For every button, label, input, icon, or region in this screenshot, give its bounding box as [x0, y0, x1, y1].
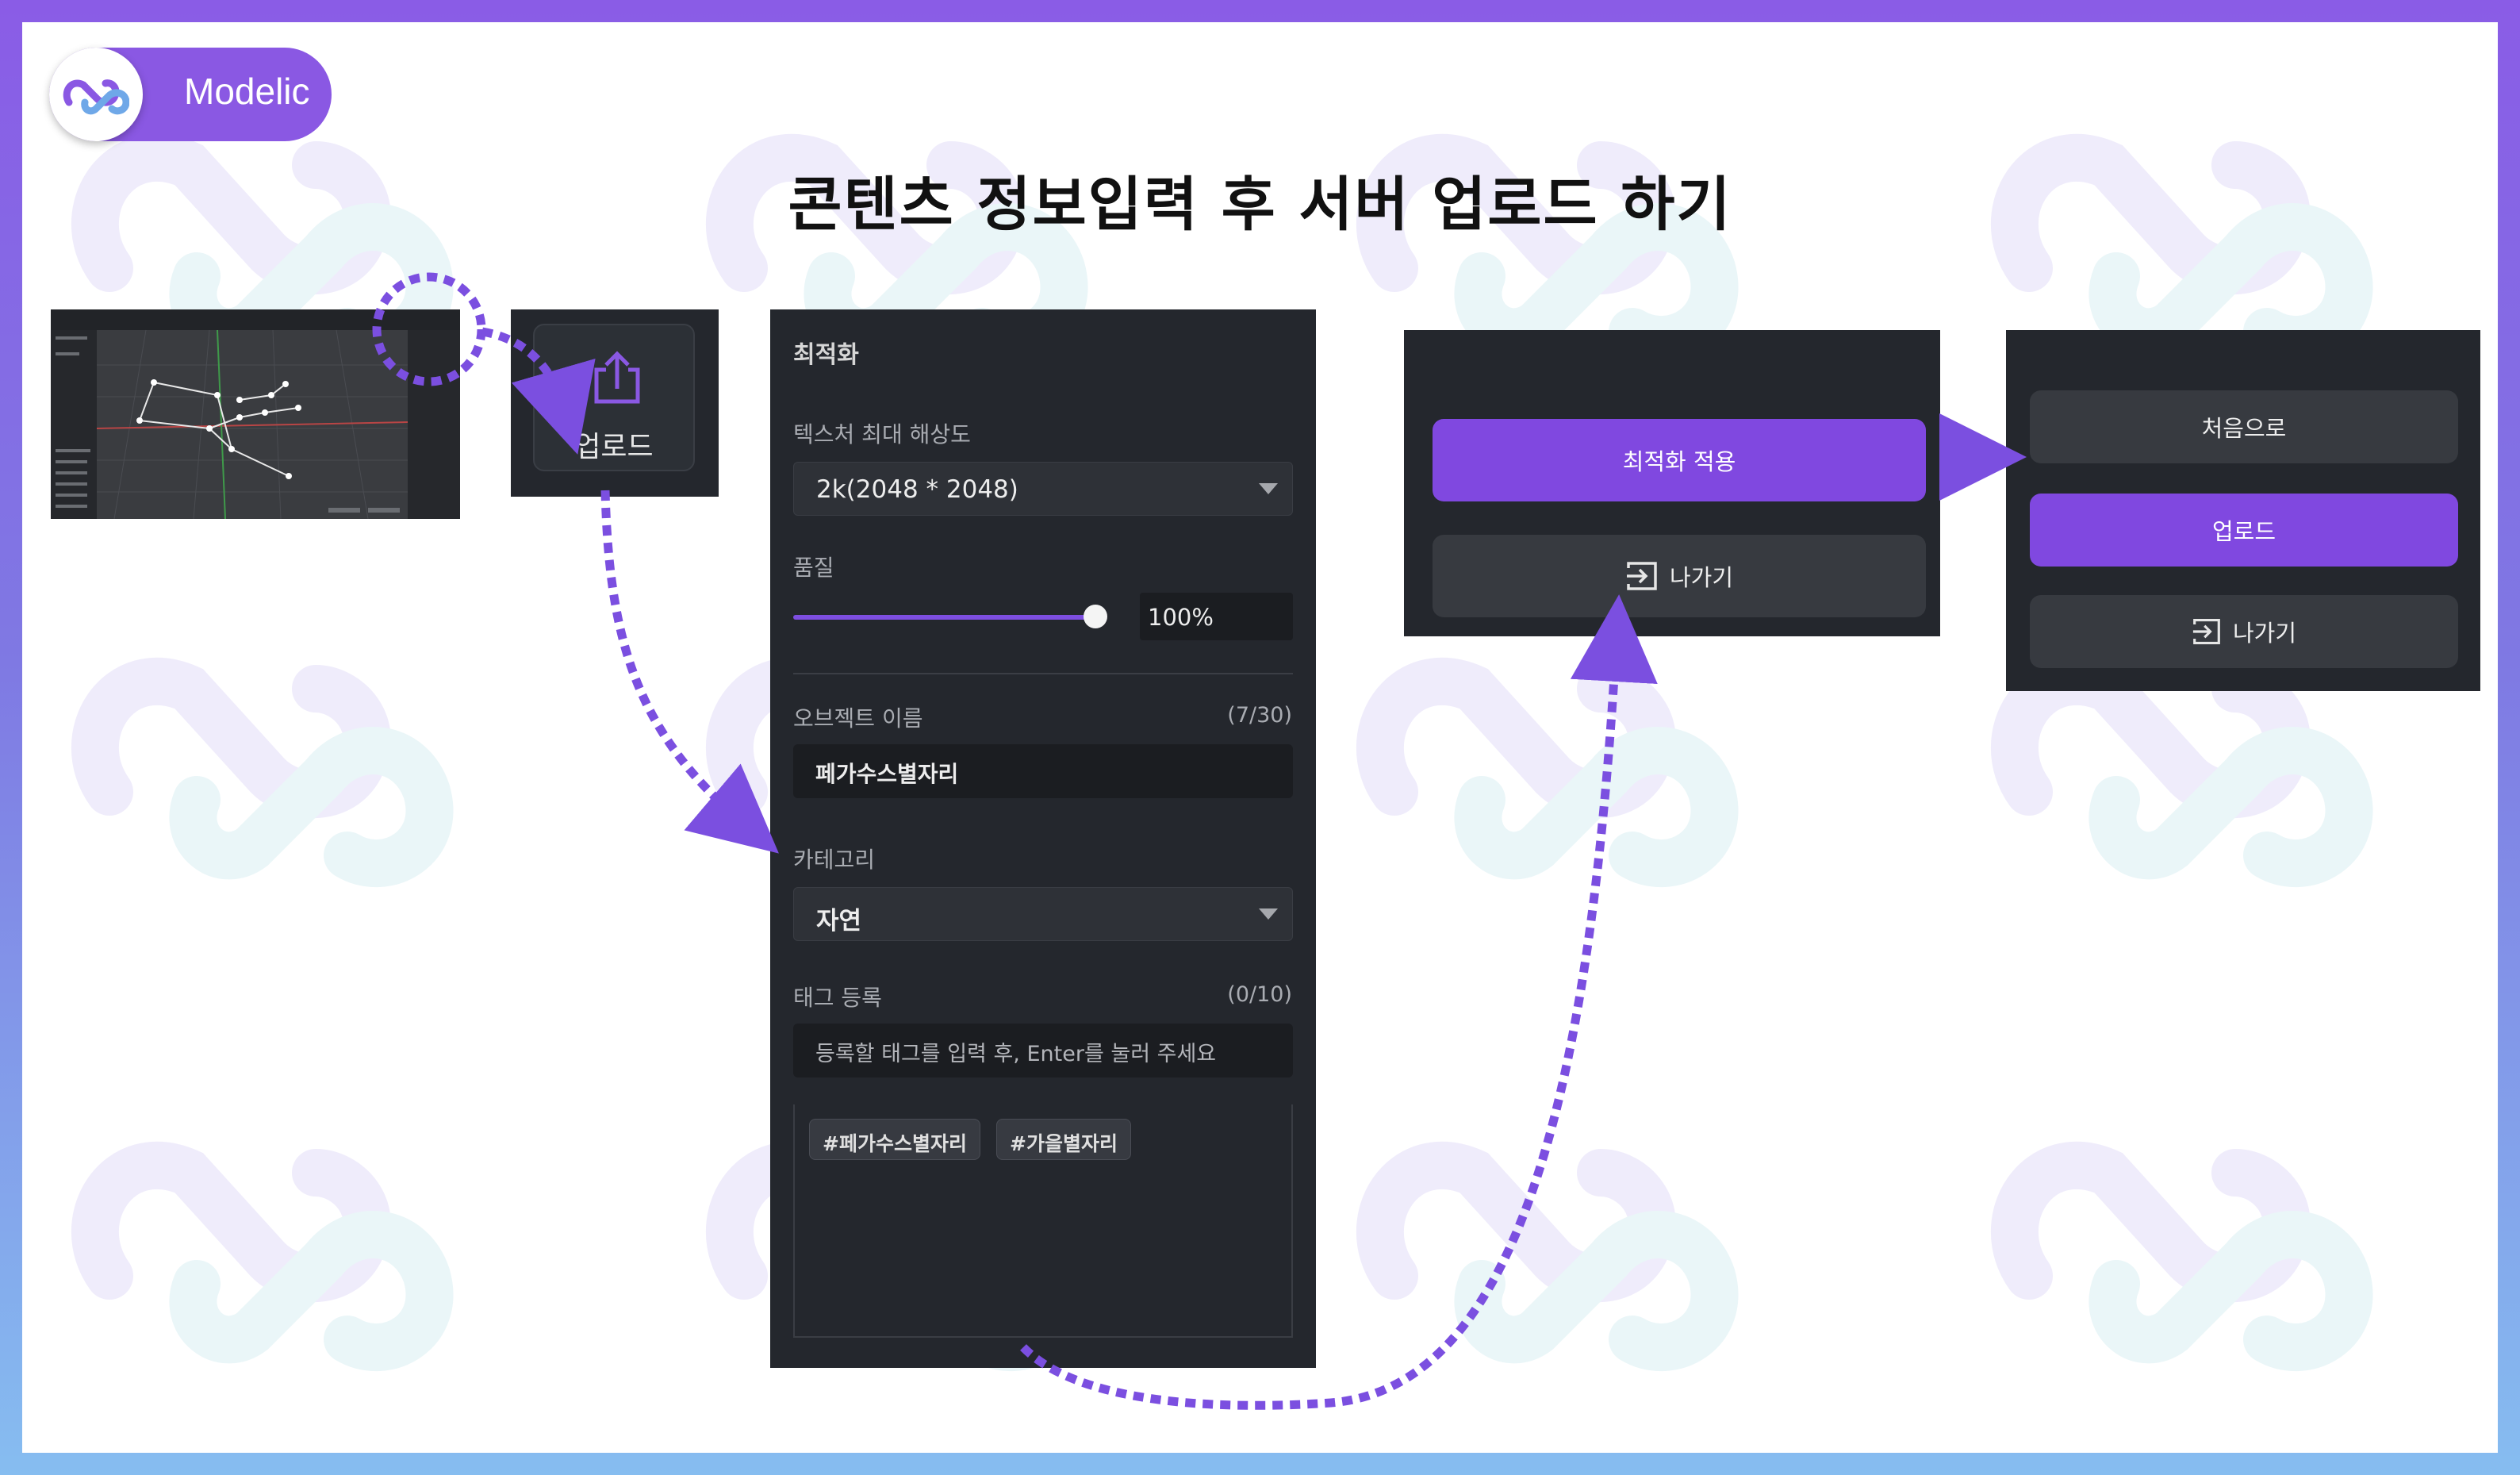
chevron-down-icon — [1259, 483, 1278, 494]
upload-button-panel: 업로드 — [511, 309, 719, 497]
tag-label: 태그 등록 — [793, 985, 882, 1011]
final-upload-button[interactable]: 업로드 — [2030, 494, 2458, 567]
restart-label: 처음으로 — [2201, 415, 2287, 442]
editor-screenshot — [51, 309, 460, 519]
optimize-dialog: 최적화 적용 나가기 — [1404, 330, 1940, 636]
upload-icon — [594, 351, 640, 404]
object-name-value: 페가수스별자리 — [815, 761, 959, 787]
apply-optimize-label: 최적화 적용 — [1622, 448, 1736, 475]
content-info-form: 최적화 텍스처 최대 해상도 2k(2048 * 2048) 품질 100% 오… — [770, 309, 1316, 1368]
exit-icon — [2192, 619, 2220, 644]
object-name-input[interactable]: 페가수스별자리 — [793, 744, 1293, 798]
upload-confirm-dialog: 처음으로 업로드 나가기 — [2006, 330, 2480, 691]
chevron-down-icon — [1259, 908, 1278, 920]
brand-logo-icon — [49, 48, 143, 141]
final-exit-label: 나가기 — [2232, 620, 2297, 647]
slide-canvas: Modelic 콘텐츠 정보입력 후 서버 업로드 하기 — [22, 22, 2498, 1453]
tag-input[interactable]: 등록할 태그를 입력 후, Enter를 눌러 주세요 — [793, 1024, 1293, 1077]
quality-slider-track[interactable] — [793, 615, 1095, 620]
category-select[interactable]: 자연 — [793, 887, 1293, 941]
brand-name: Modelic — [184, 71, 310, 112]
quality-label: 품질 — [793, 555, 834, 581]
quality-value-field[interactable]: 100% — [1140, 593, 1293, 640]
tag-list: #페가수스별자리 #가을별자리 — [793, 1104, 1293, 1338]
apply-optimize-button[interactable]: 최적화 적용 — [1433, 419, 1926, 501]
exit-icon — [1626, 562, 1657, 590]
quality-slider-handle[interactable] — [1084, 605, 1107, 628]
upload-button-label: 업로드 — [574, 431, 654, 463]
editor-thumbnail-image — [51, 309, 460, 519]
final-upload-label: 업로드 — [2211, 518, 2276, 545]
texture-label: 텍스처 최대 해상도 — [793, 421, 971, 447]
category-label: 카테고리 — [793, 847, 876, 873]
exit-button[interactable]: 나가기 — [1433, 535, 1926, 617]
exit-label: 나가기 — [1669, 564, 1734, 591]
tag-input-placeholder: 등록할 태그를 입력 후, Enter를 눌러 주세요 — [815, 1042, 1217, 1066]
texture-resolution-select[interactable]: 2k(2048 * 2048) — [793, 462, 1293, 516]
quality-value: 100% — [1148, 604, 1214, 631]
object-name-label: 오브젝트 이름 — [793, 705, 923, 732]
optimize-section-title: 최적화 — [793, 341, 859, 369]
tag-chip[interactable]: #페가수스별자리 — [809, 1119, 980, 1160]
final-exit-button[interactable]: 나가기 — [2030, 595, 2458, 668]
tag-count: (0/10) — [1227, 982, 1292, 1007]
page-title: 콘텐츠 정보입력 후 서버 업로드 하기 — [788, 171, 1732, 239]
texture-resolution-value: 2k(2048 * 2048) — [816, 475, 1018, 504]
object-name-count: (7/30) — [1227, 703, 1292, 728]
upload-button[interactable]: 업로드 — [533, 324, 695, 471]
form-divider — [793, 673, 1293, 674]
category-value: 자연 — [816, 907, 862, 935]
tag-chip[interactable]: #가을별자리 — [996, 1119, 1131, 1160]
restart-button[interactable]: 처음으로 — [2030, 390, 2458, 463]
brand-badge: Modelic — [49, 48, 332, 141]
